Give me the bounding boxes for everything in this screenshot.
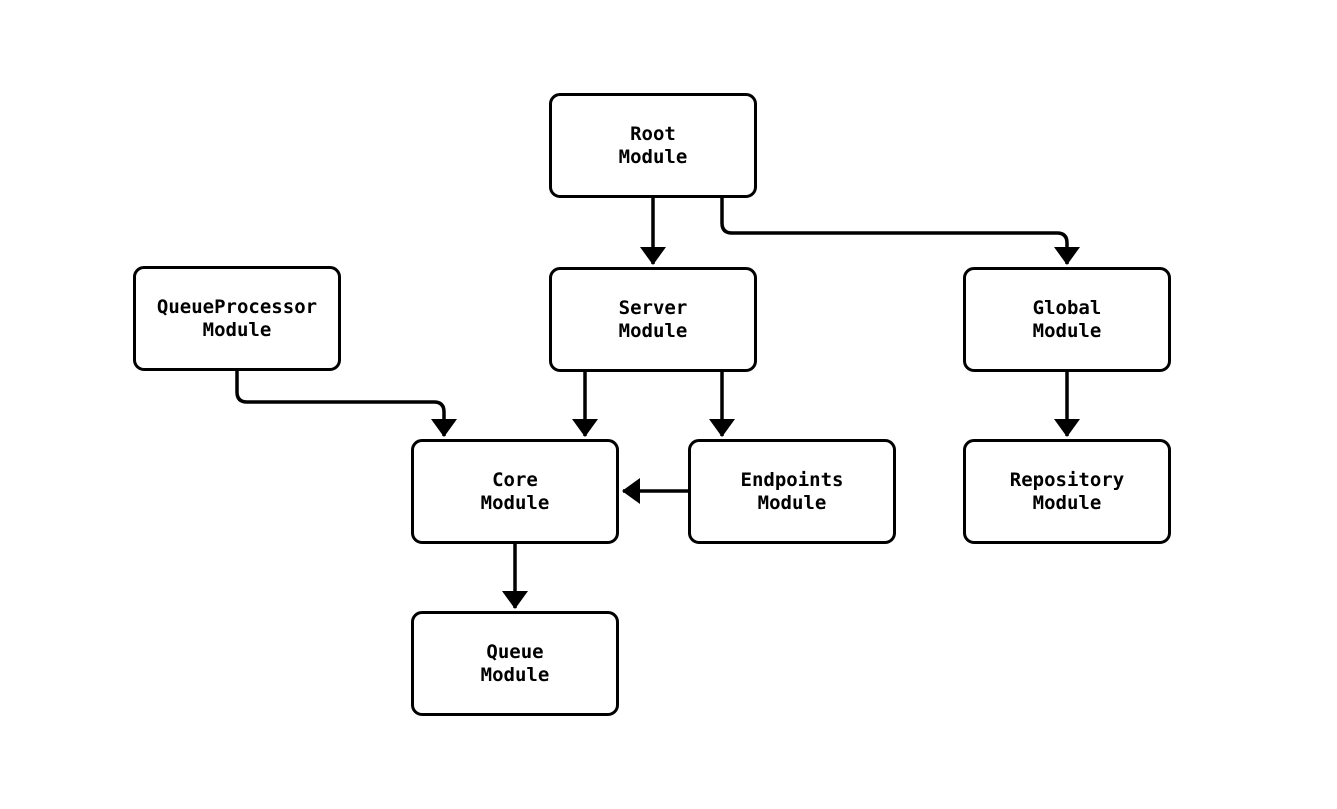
node-queue-module-label: Queue Module — [480, 641, 550, 686]
node-core-module: Core Module — [411, 439, 619, 544]
node-core-module-label: Core Module — [480, 469, 550, 514]
node-global-module-label: Global Module — [1032, 297, 1102, 342]
node-queueprocessor-module: QueueProcessor Module — [133, 266, 341, 371]
node-root-module: Root Module — [549, 93, 757, 198]
node-global-module: Global Module — [963, 267, 1171, 372]
edge-queueprocessor-to-core — [235, 370, 457, 437]
node-queueprocessor-module-label: QueueProcessor Module — [156, 296, 318, 341]
node-repository-module-label: Repository Module — [1009, 469, 1125, 514]
node-endpoints-module: Endpoints Module — [688, 439, 896, 544]
edge-root-to-global — [720, 198, 1080, 265]
node-root-module-label: Root Module — [618, 123, 688, 168]
node-repository-module: Repository Module — [963, 439, 1171, 544]
node-server-module-label: Server Module — [618, 297, 688, 342]
node-server-module: Server Module — [549, 267, 757, 372]
node-endpoints-module-label: Endpoints Module — [740, 469, 844, 514]
node-queue-module: Queue Module — [411, 611, 619, 716]
